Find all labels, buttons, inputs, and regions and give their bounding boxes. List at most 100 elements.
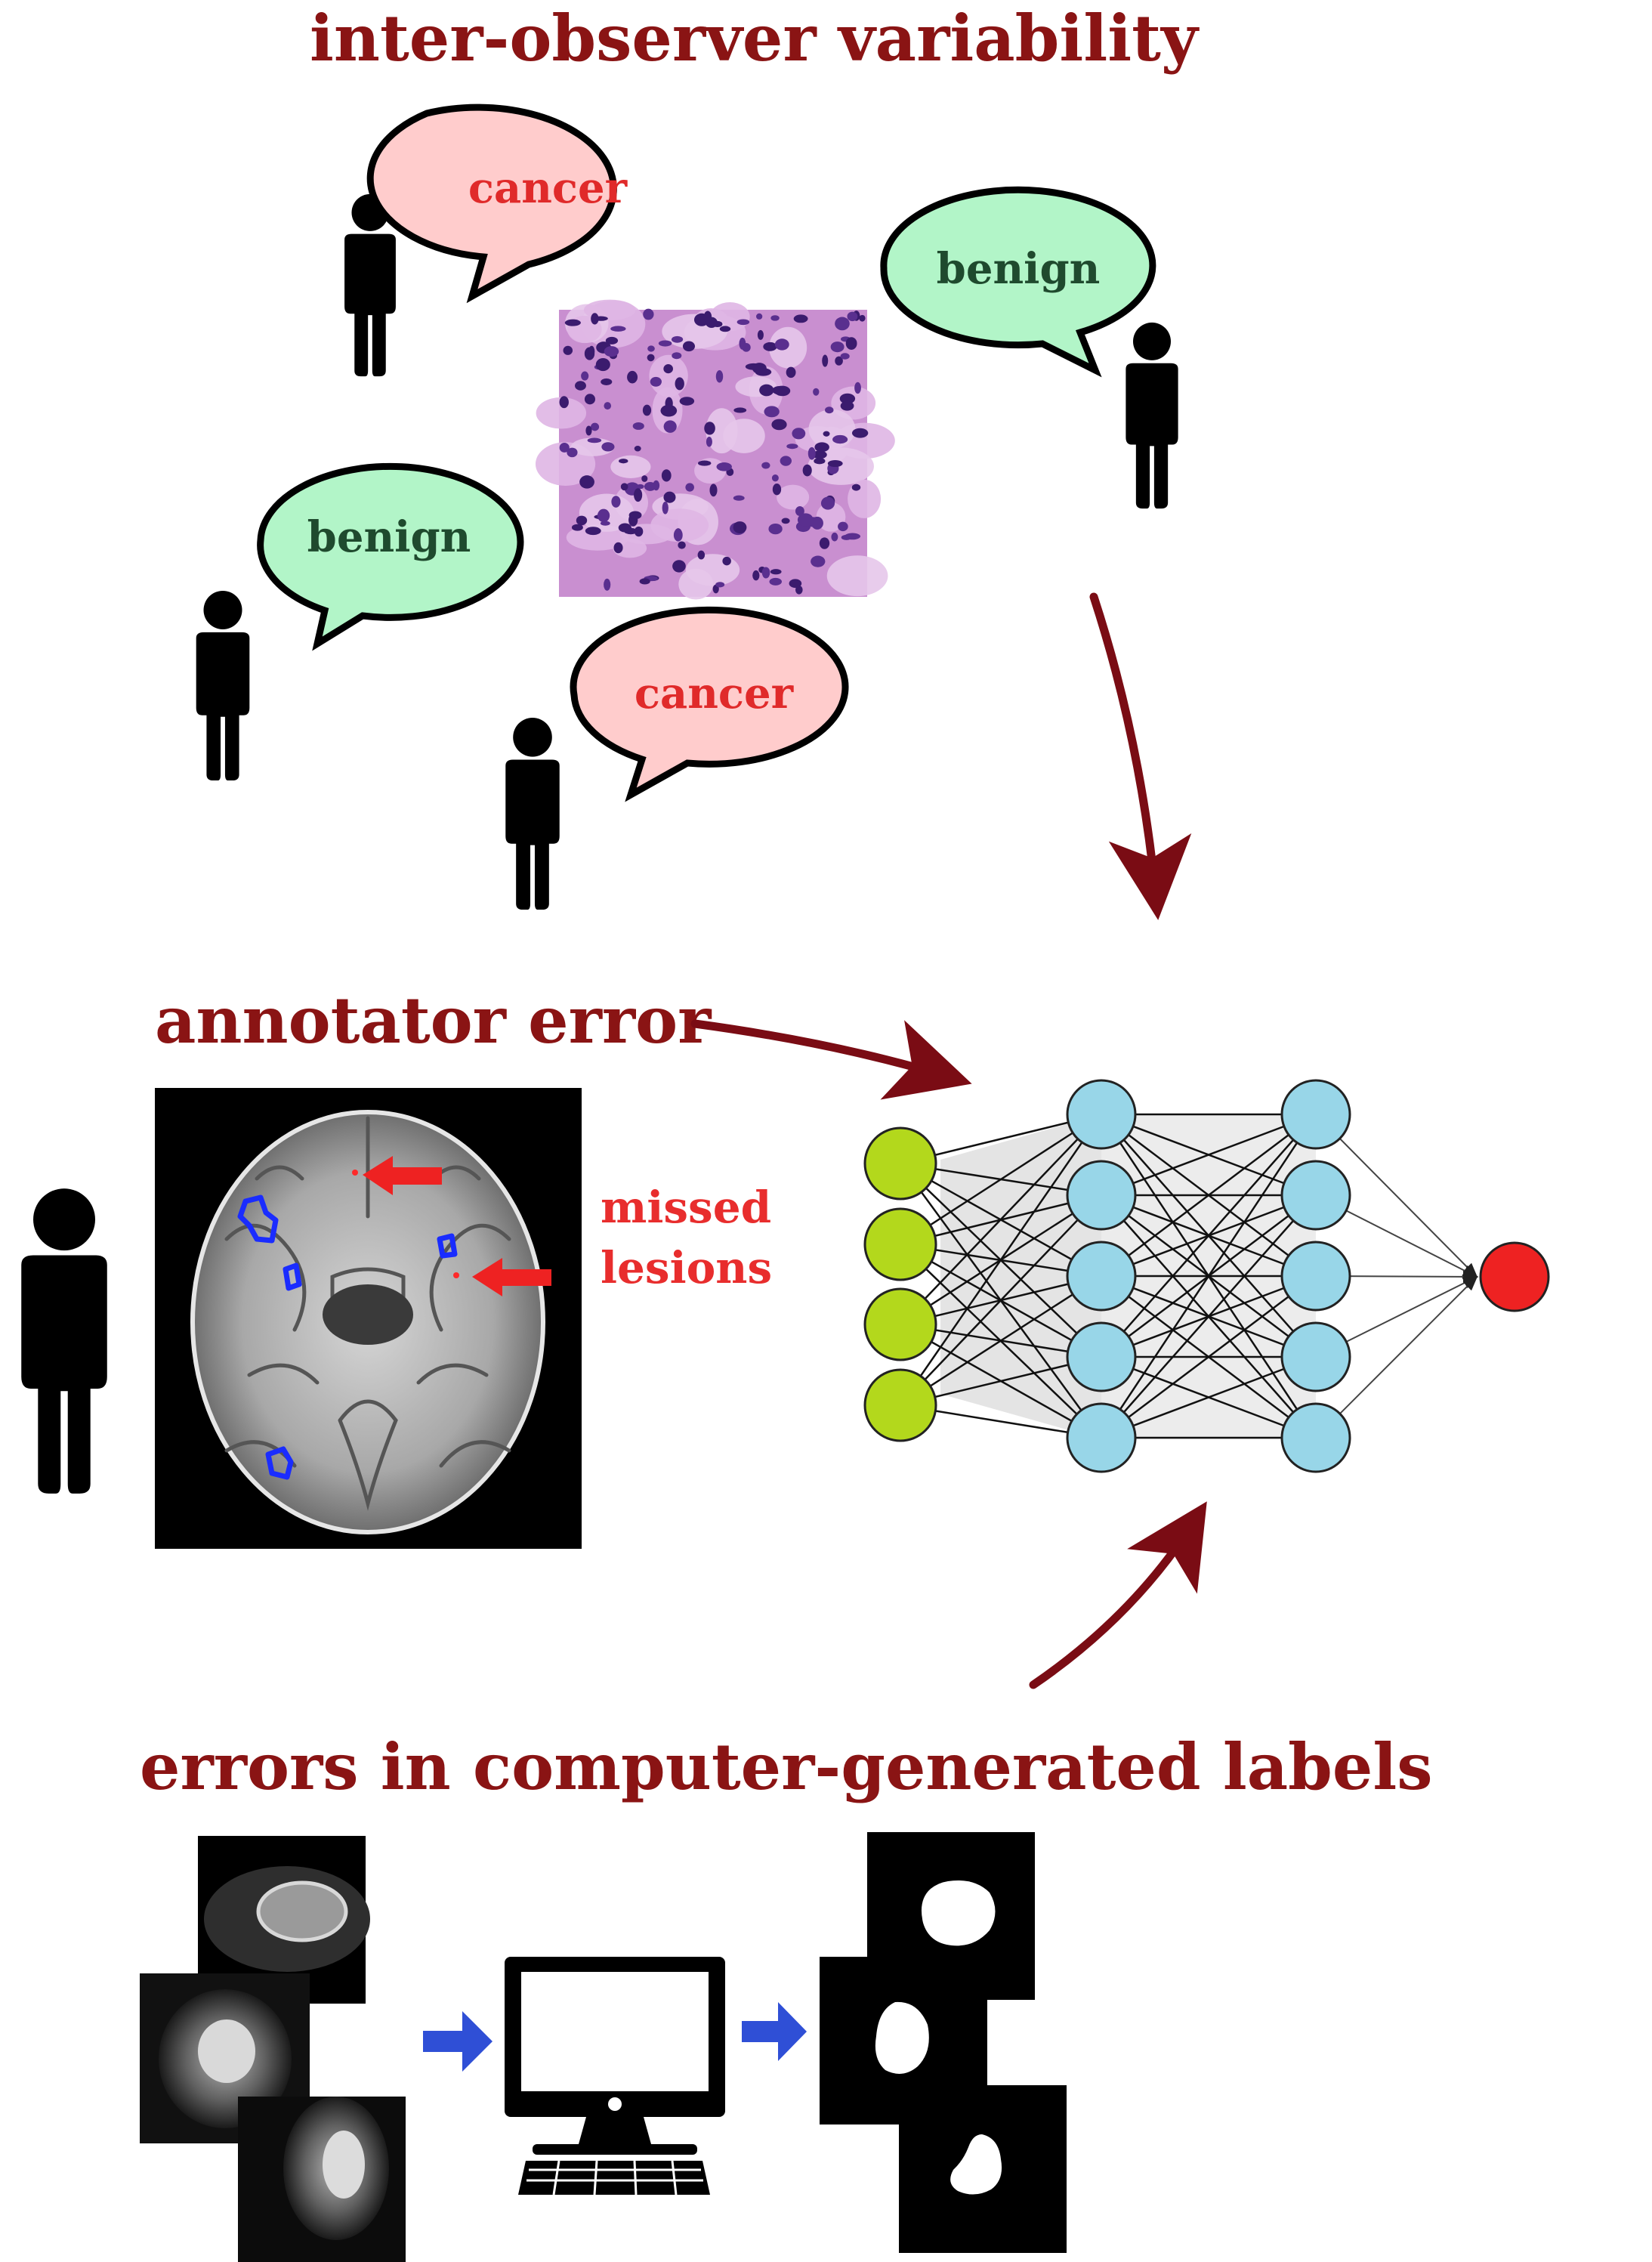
input-node [863, 1368, 937, 1442]
histology-nucleus [679, 397, 695, 406]
histology-cytoplasm [570, 437, 615, 456]
histology-nucleus [628, 511, 642, 520]
histology-nucleus [634, 445, 641, 452]
hidden-node [1280, 1321, 1351, 1392]
hidden-node [1280, 1402, 1351, 1473]
histology-nucleus [685, 483, 694, 492]
histology-nucleus [769, 577, 783, 586]
histology-cytoplasm [831, 386, 876, 420]
histology-nucleus [585, 527, 601, 536]
heading-annotator-error: annotator error [155, 983, 712, 1058]
histology-nucleus [641, 475, 648, 482]
histology-nucleus [827, 459, 843, 468]
missed-label-line1: missed [601, 1182, 771, 1233]
red-arrow-1 [363, 1156, 442, 1195]
histology-nucleus [851, 484, 861, 491]
histology-nucleus [634, 488, 643, 502]
histology-nucleus [756, 313, 763, 320]
histology-nucleus [832, 434, 848, 444]
histology-cytoplasm [685, 554, 740, 586]
histology-nucleus [847, 311, 858, 322]
histology-nucleus [576, 515, 588, 526]
histology-nucleus [627, 370, 638, 384]
histology-nucleus [814, 442, 829, 453]
bubble-label: cancer [635, 669, 795, 718]
network-edge [1100, 1114, 1317, 1438]
histology-nucleus [581, 371, 589, 381]
network-edge [1101, 1114, 1317, 1277]
histology-nucleus [755, 368, 772, 376]
histology-nucleus [709, 484, 718, 497]
histology-cytoplasm [650, 508, 709, 542]
histology-nucleus [619, 459, 628, 464]
histology-nucleus [830, 341, 845, 353]
histology-nucleus [675, 377, 684, 391]
histology-nucleus [585, 425, 592, 436]
histology-nucleus [763, 341, 777, 351]
histology-nucleus [644, 482, 656, 491]
histology-nucleus [752, 570, 760, 581]
histology-nucleus [588, 345, 595, 357]
heading-inter-observer-variability: inter-observer variability [310, 1, 1200, 76]
histology-nucleus [604, 346, 619, 357]
histology-nucleus [703, 311, 712, 323]
histology-nucleus [761, 567, 770, 579]
histology-nucleus [772, 484, 782, 496]
histology-nucleus [620, 483, 628, 491]
heading-computer-generated-labels: errors in computer-generated labels [140, 1729, 1433, 1804]
histology-nucleus [604, 402, 612, 410]
histology-nucleus [579, 475, 594, 489]
network-edge [1315, 1114, 1478, 1278]
histology-nucleus [759, 384, 774, 397]
histology-nucleus [591, 313, 599, 325]
histology-cytoplasm [610, 455, 651, 478]
network-shading-1 [940, 1114, 1101, 1439]
person-icon [505, 717, 560, 910]
histology-nucleus [814, 457, 826, 465]
histology-nucleus [716, 462, 732, 471]
speech-bubble-1: cancer [366, 104, 628, 304]
histology-nucleus [831, 532, 838, 542]
histology-nucleus [820, 496, 835, 510]
histology-nucleus [811, 555, 826, 567]
histology-nucleus [770, 315, 780, 321]
histology-nucleus [859, 314, 866, 322]
hidden-node [1066, 1402, 1137, 1473]
histology-nucleus [697, 550, 706, 560]
histology-nucleus [792, 428, 806, 440]
histology-nucleus [812, 450, 827, 459]
histology-nucleus [757, 329, 764, 340]
histology-nucleus [768, 523, 783, 535]
neural-network [863, 1079, 1550, 1473]
bubble-label: benign [307, 512, 471, 562]
histology-cytoplasm [848, 479, 882, 518]
histology-nucleus [600, 521, 610, 526]
histology-nucleus [647, 354, 655, 362]
network-edge [1101, 1113, 1317, 1197]
histology-nucleus [706, 437, 712, 447]
histology-nucleus [770, 569, 782, 575]
histology-nucleus [835, 356, 843, 366]
blue-arrow-input-to-computer [423, 2011, 493, 2072]
histology-nucleus [795, 505, 804, 516]
histology-nucleus [839, 393, 856, 404]
bubble-label: benign [937, 244, 1101, 294]
histology-nucleus [662, 501, 669, 515]
network-edge [899, 1114, 1103, 1406]
output-node [1479, 1241, 1550, 1312]
missed-lesion-2 [453, 1272, 459, 1278]
histology-cytoplasm [816, 502, 846, 532]
histology-nucleus [563, 345, 573, 355]
hidden-node [1066, 1160, 1137, 1231]
histology-nucleus [658, 340, 672, 347]
histology-nucleus [845, 337, 857, 350]
histology-nucleus [786, 366, 796, 379]
histology-nucleus [715, 582, 725, 588]
histology-nucleus [682, 341, 696, 352]
arrow-computer-to-network [1029, 1501, 1207, 1689]
histology-nucleus [611, 496, 621, 508]
histology-nucleus [719, 326, 731, 332]
histology-cytoplasm [777, 484, 810, 510]
histology-nucleus [715, 370, 724, 383]
arrow-annotator-to-network [690, 1019, 972, 1100]
